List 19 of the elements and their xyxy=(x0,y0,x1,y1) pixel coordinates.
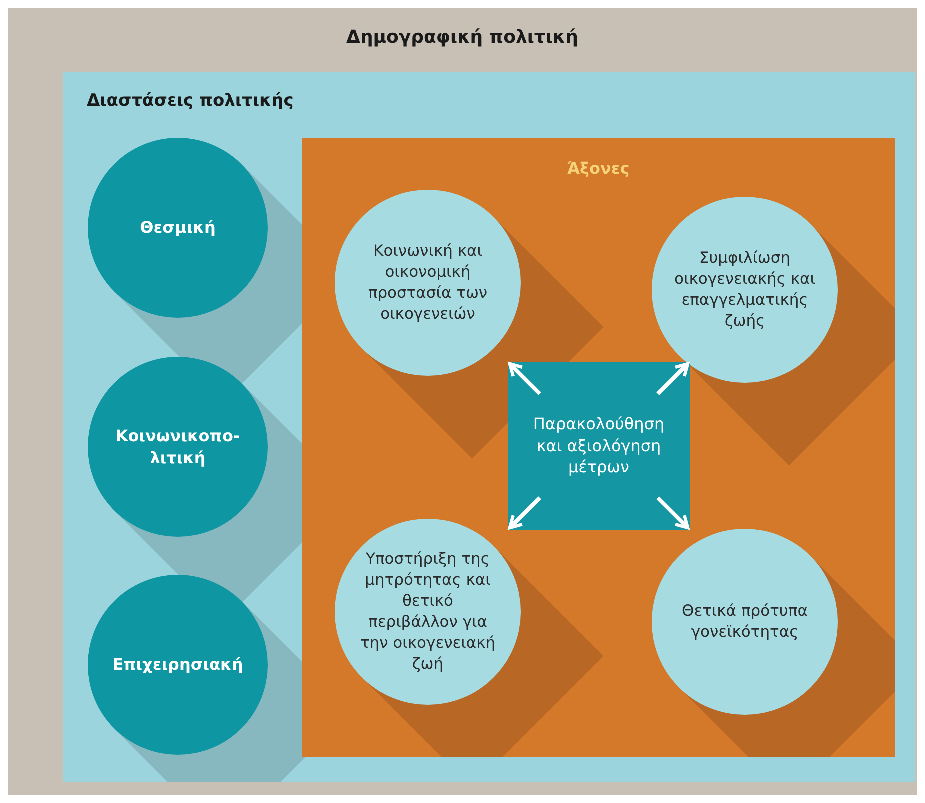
panel xyxy=(63,72,915,782)
node-label: Παρακολούθηση και αξιολόγηση μέτρων xyxy=(532,414,666,478)
node-label: Υποστήριξη της μητρότητας και θετικό περιβάλλον για την οικογενειακή ζωή xyxy=(359,549,497,675)
center-square xyxy=(508,362,690,530)
node-label: Θετικά πρότυπα γονεϊκότητας xyxy=(681,601,809,643)
axes-panel xyxy=(302,138,895,757)
outer-frame xyxy=(8,8,917,795)
arrow xyxy=(656,496,690,530)
heading: Διαστάσεις πολιτικής xyxy=(87,90,294,113)
node-label: Θεσμική xyxy=(139,217,217,239)
node-label: Κοινωνική και οικονομική προστασία των οικογενειών xyxy=(367,241,489,325)
heading: Δημογραφική πολιτική xyxy=(346,26,580,50)
arrow xyxy=(508,496,542,530)
arrow xyxy=(656,362,690,396)
node-label: Συμφιλίωση οικογενειακής και επαγγελματικής ζωής xyxy=(674,248,816,332)
node-label: Κοινωνικοπο- λιτική xyxy=(114,425,242,469)
heading: Άξονες xyxy=(566,158,631,180)
node-label: Επιχειρησιακή xyxy=(112,654,244,676)
arrow xyxy=(508,362,542,396)
